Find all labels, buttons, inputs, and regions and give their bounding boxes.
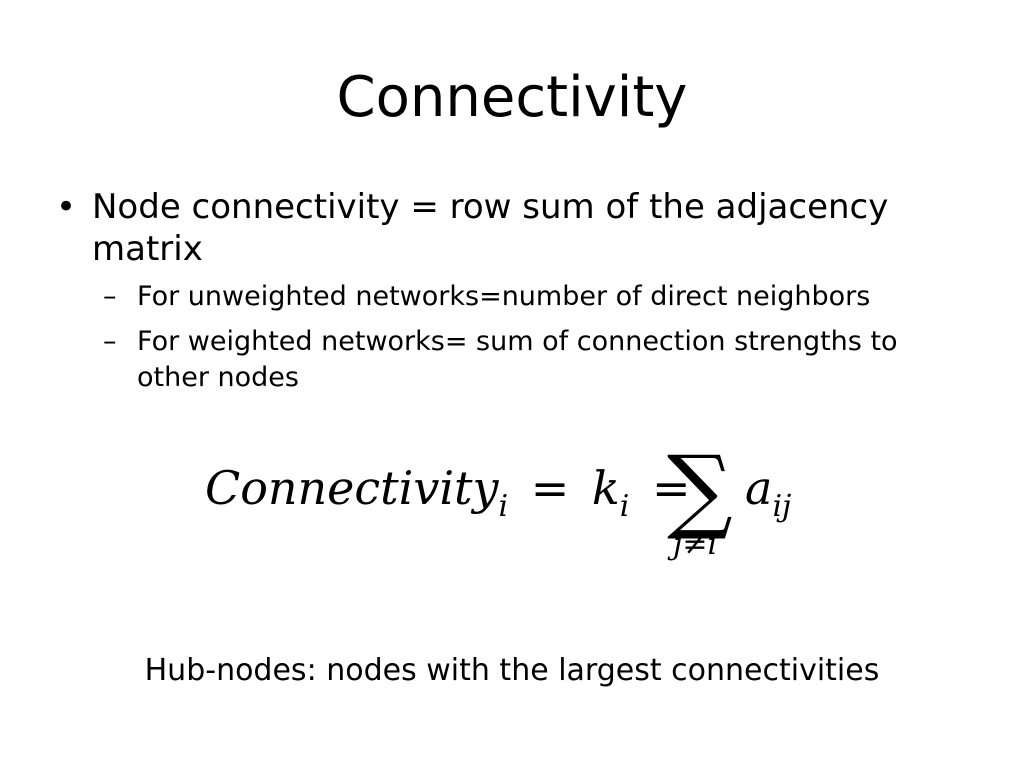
formula-a: a [745, 461, 773, 515]
formula-equals-1: = [530, 461, 570, 515]
sum-index-j: j [673, 527, 683, 562]
formula-k-subscript: i [619, 489, 630, 524]
slide-title: Connectivity [336, 65, 688, 130]
formula-term: aij [745, 461, 791, 524]
formula-lhs-subscript: i [498, 489, 509, 524]
formula-a-subscript: ij [772, 489, 792, 524]
bullet-text: Node connectivity = row sum of the adjac… [92, 187, 889, 269]
formula-lhs-row: Connectivityi = ki = [205, 461, 699, 524]
sum-index: j≠i [673, 527, 717, 563]
subbullet-marker: – [103, 281, 117, 312]
subbullet-text: For weighted networks= sum of connection… [137, 326, 898, 393]
sum-index-i: i [707, 527, 718, 562]
connectivity-formula: Connectivityi = ki = ∑ aij j≠i [205, 436, 825, 575]
formula-lhs: Connectivity [205, 461, 499, 515]
formula-equals-2: = [652, 461, 691, 515]
subbullet-text: For unweighted networks=number of direct… [137, 281, 871, 312]
hub-nodes-note: Hub-nodes: nodes with the largest connec… [144, 653, 880, 688]
subbullet-marker: – [103, 326, 117, 357]
sigma-symbol: ∑ [667, 436, 733, 543]
sum-index-neq: ≠ [682, 527, 708, 562]
bullet-marker: • [56, 187, 77, 227]
formula-k: k [591, 461, 620, 515]
